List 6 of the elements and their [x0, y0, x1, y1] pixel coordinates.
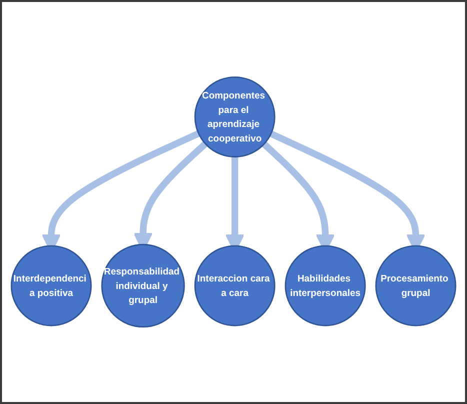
- node-circle: Responsabilidad individual y grupal: [101, 244, 185, 328]
- node-circle: Componentes para el aprendizaje cooperativo: [194, 76, 276, 158]
- node-circle: Procesamiento grupal: [375, 245, 456, 326]
- node-circle: Interdependenci a positiva: [10, 245, 92, 326]
- node-circle: Habilidades interpersonales: [284, 245, 366, 326]
- node-circle: Interaccion cara a cara: [194, 245, 276, 326]
